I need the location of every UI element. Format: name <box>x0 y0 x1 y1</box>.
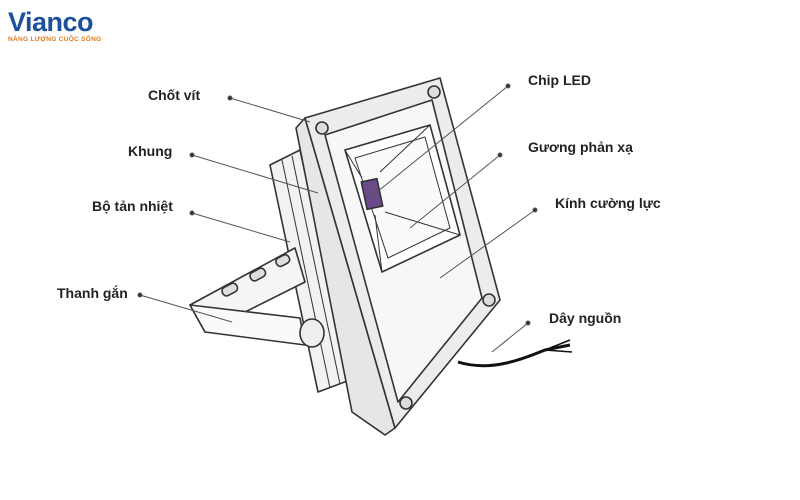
label-chip-led: Chip LED <box>528 72 591 88</box>
label-kinh-cuong-luc: Kính cường lực <box>555 195 661 211</box>
label-chot-vit: Chốt vít <box>148 87 201 103</box>
power-cable <box>457 343 571 368</box>
logo-tagline: NĂNG LƯỢNG CUỘC SỐNG <box>8 36 102 43</box>
label-khung: Khung <box>128 143 173 159</box>
label-thanh-gan: Thanh gắn <box>57 285 128 301</box>
label-guong-phan-xa: Gương phản xạ <box>528 139 633 155</box>
mounting-bracket-arm <box>189 304 306 346</box>
vianco-logo: Vianco NĂNG LƯỢNG CUỘC SỐNG <box>8 8 102 43</box>
heat-sink-fins <box>281 155 341 389</box>
led-chip <box>360 177 384 211</box>
label-day-nguon: Dây nguồn <box>549 310 622 326</box>
bracket-knob <box>299 318 325 348</box>
label-bo-tan-nhiet: Bộ tản nhiệt <box>92 198 173 214</box>
logo-name: Vianco <box>8 7 94 37</box>
screw-icons <box>315 85 496 410</box>
